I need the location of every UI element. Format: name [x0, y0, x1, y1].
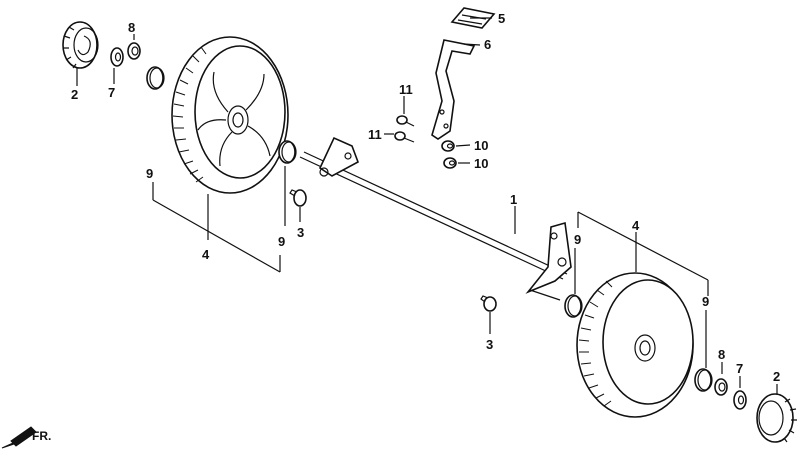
callout-4-right: 4 — [632, 218, 640, 233]
callout-11-lower: 11 — [368, 127, 382, 142]
hub-cap-left — [62, 21, 99, 69]
bolt-right — [480, 295, 497, 312]
callout-3-left: 3 — [297, 225, 304, 240]
wheel-right — [576, 272, 694, 418]
callout-2-right: 2 — [773, 369, 780, 384]
nut-left — [127, 42, 141, 60]
callout-7-right: 7 — [736, 361, 743, 376]
bearing-right-inner — [564, 294, 583, 318]
callout-6: 6 — [484, 37, 491, 52]
callout-9-right-inner: 9 — [574, 232, 581, 247]
axle-shaft — [299, 136, 572, 301]
callout-10-upper: 10 — [474, 138, 488, 153]
callout-9-left-outer: 9 — [146, 166, 153, 181]
washer-right — [733, 390, 747, 410]
bearing-left-outer — [146, 66, 165, 90]
callout-9-right-outer: 9 — [702, 294, 709, 309]
callout-5: 5 — [498, 11, 505, 26]
nut-10-lower — [443, 157, 457, 169]
bearing-left-inner — [278, 140, 297, 164]
callout-2-left: 2 — [71, 87, 78, 102]
right-assembly-bracket — [574, 211, 709, 368]
leader-lines — [76, 17, 778, 394]
front-marker-label: FR. — [32, 429, 51, 443]
wheel-left — [171, 36, 289, 194]
callout-8-right: 8 — [718, 347, 725, 362]
callout-9-left-inner: 9 — [278, 234, 285, 249]
nut-right — [714, 378, 728, 396]
front-direction-marker: FR. — [1, 426, 51, 449]
callout-3-right: 3 — [486, 337, 493, 352]
callout-4-left: 4 — [202, 247, 210, 262]
lever-bracket — [431, 39, 476, 140]
hub-cap-right — [756, 393, 797, 443]
screw-lower — [394, 131, 415, 143]
nut-10-upper — [441, 140, 455, 152]
washer-left — [110, 47, 124, 67]
bolt-left — [289, 189, 307, 207]
screw-upper — [396, 115, 415, 127]
callout-10-lower: 10 — [474, 156, 488, 171]
callout-11-upper: 11 — [399, 82, 413, 97]
left-assembly-bracket — [152, 166, 286, 273]
callout-7-left: 7 — [108, 85, 115, 100]
bearing-right-outer — [694, 368, 713, 392]
callout-1: 1 — [510, 192, 517, 207]
callout-8-left: 8 — [128, 20, 135, 35]
